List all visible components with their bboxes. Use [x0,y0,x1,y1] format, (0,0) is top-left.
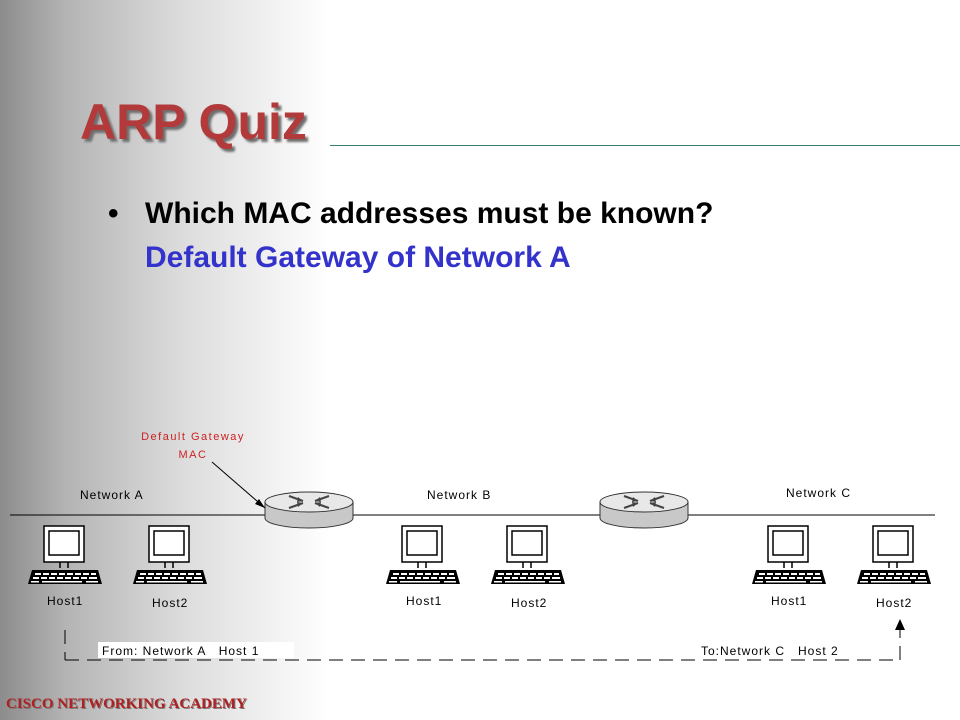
computer-icon [751,525,827,585]
quiz-answer: Default Gateway of Network A [145,241,571,274]
network-c-host1-label: Host1 [771,594,807,608]
callout-label-line2: MAC [179,449,208,461]
callout-label-line1: Default Gateway [141,431,245,443]
callout-pointer-line [211,461,266,509]
network-a-host1-label: Host1 [47,594,83,608]
network-a-label: Network A [80,488,144,502]
path-to-bg [698,642,864,658]
bullet-marker: • [108,197,119,230]
computer-icon [385,525,461,585]
quiz-question: Which MAC addresses must be known? [145,197,714,230]
arrow-up-icon [895,619,905,630]
network-c-label: Network C [786,486,851,500]
network-b-host1-label: Host1 [406,594,442,608]
path-from-label: From: Network A Host 1 [102,644,259,658]
network-b-label: Network B [427,488,491,502]
title-underline [330,145,960,146]
network-c-host2-label: Host2 [876,596,912,610]
path-from-bg [98,642,294,658]
computer-icon [856,525,932,585]
computer-icon [490,525,566,585]
computer-icon [132,525,208,585]
footer-brand: CISCO NETWORKING ACADEMY [6,696,247,712]
path-to-label: To:Network C Host 2 [701,644,839,658]
computer-icon [27,525,103,585]
slide-title: ARP Quiz [80,94,307,150]
router-icon [264,491,354,529]
network-a-host2-label: Host2 [152,596,188,610]
router-icon [599,491,689,529]
network-b-host2-label: Host2 [511,596,547,610]
side-gradient-background [0,0,330,720]
callout-arrowhead [255,499,265,508]
